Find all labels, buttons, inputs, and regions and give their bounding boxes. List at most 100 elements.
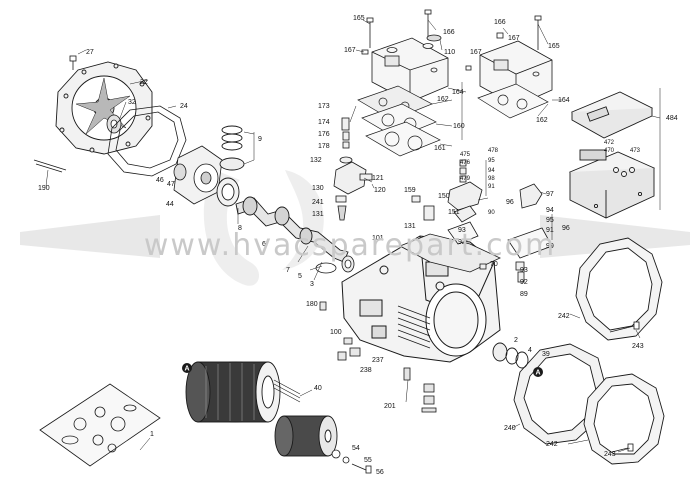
callout-label: 1 — [150, 431, 154, 438]
callout-label: 95 — [546, 217, 554, 224]
bolt-27 — [69, 55, 77, 70]
callout-label: 162 — [437, 96, 449, 103]
callout-label: 32 — [128, 99, 136, 106]
callout-label: 159 — [404, 187, 416, 194]
callout-label: 56 — [376, 469, 384, 476]
callout-label: 120 — [374, 187, 386, 194]
callout-label: 95 — [488, 158, 495, 164]
callout-label: 47 — [167, 181, 175, 188]
callout-label: 90 — [546, 243, 554, 250]
callout-label: 92 — [520, 279, 528, 286]
seals-2-4-39 — [492, 342, 529, 369]
callout-label: 173 — [318, 103, 330, 110]
callout-label: 241 — [312, 199, 324, 206]
callout-label: 167 — [344, 47, 356, 54]
callout-label: 93 — [458, 227, 466, 234]
callout-label: 2 — [514, 337, 518, 344]
callout-label: 97 — [546, 191, 554, 198]
callout-label: 90 — [488, 210, 495, 216]
callout-label: 70 — [490, 261, 498, 268]
motor-stator — [185, 361, 281, 423]
callout-label: 8 — [238, 225, 242, 232]
callout-label: 121 — [372, 175, 384, 182]
assembly-marker-stator: A — [182, 363, 192, 373]
dipstick-190 — [33, 159, 67, 173]
callout-label: 165 — [548, 43, 560, 50]
callout-label: 96 — [506, 199, 514, 206]
bearings-3-5 — [315, 255, 355, 274]
callout-label: 3 — [310, 281, 314, 288]
bolt-243-lower — [611, 443, 634, 453]
valve-plate-left — [357, 85, 441, 157]
callout-label: 131 — [312, 211, 324, 218]
callout-label: 91 — [488, 184, 495, 190]
callout-label: 167 — [470, 49, 482, 56]
gasket-24 — [107, 105, 187, 177]
callout-label: 237 — [372, 357, 384, 364]
cylinder-head-left — [371, 37, 449, 103]
mounting-201 — [403, 367, 437, 413]
terminal-box — [568, 91, 656, 219]
callout-label: 160 — [453, 123, 465, 130]
service-valve-assembly — [333, 117, 373, 221]
callout-label: 91 — [546, 227, 554, 234]
rings-9 — [216, 125, 245, 207]
callout-label: 174 — [318, 119, 330, 126]
oil-pump-assembly — [173, 145, 223, 205]
gasket-set-1 — [39, 383, 161, 467]
callout-label: 54 — [352, 445, 360, 452]
callout-label: 93 — [520, 267, 528, 274]
callout-label: 98 — [488, 176, 495, 182]
callout-label: 165 — [353, 15, 365, 22]
callout-label: 166 — [494, 19, 506, 26]
callout-label: 27 — [86, 49, 94, 56]
callout-label: 161 — [434, 145, 446, 152]
callout-label: 46 — [156, 177, 164, 184]
motor-leads — [273, 379, 301, 403]
callout-label: 40 — [314, 385, 322, 392]
callout-label: 101 — [372, 235, 384, 242]
callout-label: 243 — [632, 343, 644, 350]
callout-label: 180 — [306, 301, 318, 308]
callout-label: 167 — [508, 35, 520, 42]
assembly-marker-label: A — [185, 366, 190, 373]
leader-lines — [45, 19, 661, 453]
bearing-32 — [106, 114, 122, 134]
callout-label: 473 — [630, 148, 641, 154]
callout-label: 242 — [546, 441, 558, 448]
callout-label: 470 — [604, 148, 615, 154]
callout-label: 150 — [438, 193, 450, 200]
plate-242-lower — [583, 373, 665, 465]
callout-label: 130 — [312, 185, 324, 192]
callout-label: 472 — [604, 140, 615, 146]
callout-label: 478 — [488, 148, 499, 154]
bolt-243-upper — [609, 321, 640, 333]
head-gasket-right — [477, 83, 549, 119]
callout-label: 55 — [364, 457, 372, 464]
end-cover-left — [55, 61, 153, 155]
callout-label: 44 — [166, 201, 174, 208]
assembly-marker-label: A — [536, 370, 541, 377]
assembly-marker-body: A — [533, 367, 543, 377]
callout-label: 151 — [448, 209, 460, 216]
callout-label: 24 — [180, 103, 188, 110]
callout-label: 475 — [460, 152, 471, 158]
callout-label: 238 — [360, 367, 372, 374]
plate-242-upper — [575, 237, 663, 341]
callout-label: 132 — [310, 157, 322, 164]
callout-label: 92 — [458, 239, 466, 246]
callout-label: 201 — [384, 403, 396, 410]
callout-label: 166 — [443, 29, 455, 36]
callout-label: 100 — [330, 329, 342, 336]
callout-label: 176 — [318, 131, 330, 138]
crankshaft-8 — [235, 196, 349, 263]
callout-labels: 165 166 166 167 167 167 165 110 164 162 … — [38, 15, 678, 476]
callout-label: 242 — [558, 313, 570, 320]
callout-label: 22 — [140, 79, 148, 86]
callout-label: 110 — [444, 49, 455, 56]
oil-control-parts — [411, 159, 553, 283]
motor-rotor — [274, 415, 338, 457]
watermark-band — [20, 170, 690, 286]
callout-label: 243 — [604, 451, 616, 458]
